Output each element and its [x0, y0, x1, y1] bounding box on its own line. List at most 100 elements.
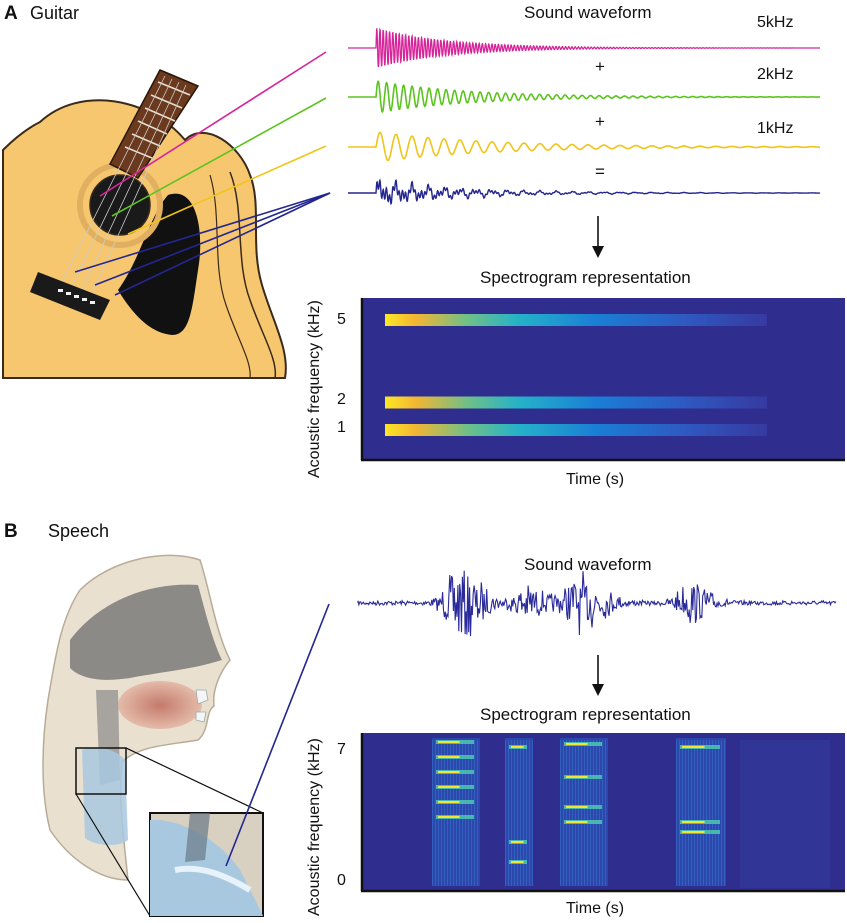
guitar-frets — [124, 81, 191, 159]
speech-formant-peak — [438, 771, 460, 773]
speech-pitch-striation — [465, 740, 466, 886]
speech-pitch-striation — [709, 740, 710, 886]
zoom-line-right — [125, 747, 264, 814]
panel-b-x-axis-label: Time (s) — [566, 900, 625, 917]
panel-a-x-axis-label: Time (s) — [566, 471, 625, 488]
speech-formant-peak — [438, 801, 460, 803]
waveform-1khz — [348, 131, 820, 162]
inset-airway — [185, 813, 210, 862]
speech-pitch-striation — [432, 740, 433, 886]
speech-pitch-striation — [691, 740, 692, 886]
speech-pitch-striation — [560, 740, 561, 886]
speech-voiced-column — [432, 738, 480, 886]
speech-formant-peak — [566, 743, 588, 745]
connector-line-sum-3 — [114, 192, 331, 296]
speech-pitch-striation — [456, 740, 457, 886]
speech-pitch-striation — [563, 740, 564, 886]
waveform-2khz — [348, 80, 820, 113]
panel-a-letter: A — [4, 3, 18, 24]
speech-formant-peak — [682, 831, 705, 833]
speech-pitch-striation — [438, 740, 439, 886]
speech-pitch-striation — [724, 740, 725, 886]
guitar-side-line — [229, 171, 277, 379]
speech-pitch-striation — [526, 740, 527, 886]
nasal-cavity — [70, 584, 222, 680]
panel-a-y-tick-5: 5 — [337, 311, 346, 328]
speech-formant-peak — [511, 746, 524, 748]
speech-pitch-striation — [706, 740, 707, 886]
speech-pitch-striation — [605, 740, 606, 886]
speech-voiced-column — [560, 738, 608, 886]
larynx-zoom-box — [75, 747, 127, 795]
speech-pitch-striation — [718, 740, 719, 886]
inset-vocal-folds — [174, 865, 252, 893]
speech-pitch-striation — [572, 740, 573, 886]
arrow-head-a — [592, 246, 604, 258]
speech-background-noise — [740, 740, 830, 888]
speech-pitch-striation — [435, 740, 436, 886]
panel-b-title: Speech — [48, 521, 110, 541]
speech-pitch-striation — [477, 740, 478, 886]
speech-pitch-striation — [474, 740, 475, 886]
speech-voiced-column — [676, 738, 726, 886]
connector-line-5khz — [99, 51, 327, 197]
speech-pitch-striation — [520, 740, 521, 886]
spectrogram-bar-2khz — [385, 396, 767, 409]
panel-a-waveform-title: Sound waveform — [524, 3, 652, 22]
speech-pitch-striation — [523, 740, 524, 886]
speech-pitch-striation — [593, 740, 594, 886]
waveform-sum — [348, 178, 820, 206]
connector-line-sum-1 — [74, 192, 331, 273]
panel-b-letter: B — [4, 521, 18, 542]
speech-pitch-striation — [529, 740, 530, 886]
speech-pitch-striation — [712, 740, 713, 886]
speech-pitch-striation — [587, 740, 588, 886]
arrow-head-b — [592, 684, 604, 696]
panel-a-spectrogram-title: Spectrogram representation — [480, 268, 691, 287]
connector-line-speech — [225, 603, 330, 867]
speech-pitch-striation — [450, 740, 451, 886]
speech-formant-peak — [438, 756, 460, 758]
bridge-pins — [58, 289, 95, 304]
component-label-1khz: 1kHz — [757, 120, 794, 137]
speech-pitch-striation — [685, 740, 686, 886]
guitar-strings — [57, 75, 187, 303]
panel-a-y-tick-1: 1 — [337, 419, 346, 436]
plus-operator-2: + — [595, 112, 605, 131]
waveform-speech — [357, 570, 837, 637]
connector-line-1khz — [127, 145, 327, 235]
panel-b-y-tick-0: 0 — [337, 872, 346, 889]
speech-pitch-striation — [511, 740, 512, 886]
speech-pitch-striation — [462, 740, 463, 886]
speech-pitch-striation — [688, 740, 689, 886]
speech-pitch-striation — [602, 740, 603, 886]
speech-pitch-striation — [514, 740, 515, 886]
speech-head-illustration — [42, 554, 330, 917]
guitar-side-line-2 — [209, 174, 251, 379]
speech-formant-peak — [566, 806, 588, 808]
speech-pitch-striation — [676, 740, 677, 886]
speech-formant-peak — [566, 821, 588, 823]
speech-pitch-striation — [581, 740, 582, 886]
speech-formant-peak — [511, 841, 524, 843]
speech-pitch-striation — [459, 740, 460, 886]
speech-pitch-striation — [700, 740, 701, 886]
speech-pitch-striation — [715, 740, 716, 886]
speech-pitch-striation — [575, 740, 576, 886]
speech-pitch-striation — [532, 740, 533, 886]
speech-pitch-striation — [721, 740, 722, 886]
panel-b-spectrogram-title: Spectrogram representation — [480, 705, 691, 724]
speech-pitch-striation — [505, 740, 506, 886]
speech-pitch-striation — [444, 740, 445, 886]
speech-formant-peak — [566, 776, 588, 778]
speech-pitch-striation — [447, 740, 448, 886]
panel-b-waveform-title: Sound waveform — [524, 555, 652, 574]
speech-pitch-striation — [703, 740, 704, 886]
speech-pitch-striation — [596, 740, 597, 886]
speech-pitch-striation — [682, 740, 683, 886]
spectrogram-bar-5khz — [385, 314, 767, 326]
speech-pitch-striation — [517, 740, 518, 886]
panel-a-title: Guitar — [30, 3, 80, 23]
guitar-bridge — [30, 272, 110, 320]
